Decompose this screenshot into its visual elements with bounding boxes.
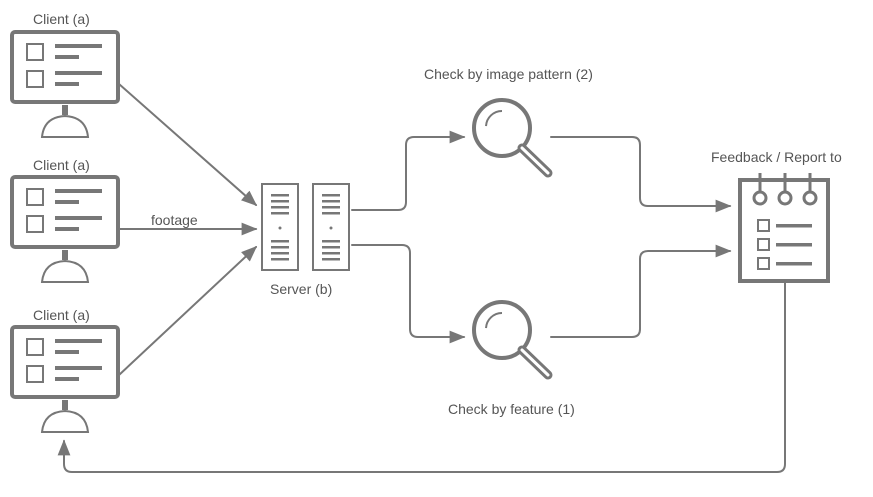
image-check-to-report-arrow bbox=[550, 136, 732, 213]
client-node-1: Client (a) bbox=[10, 11, 120, 139]
server-to-feature-check-arrow bbox=[351, 244, 466, 344]
server-icon bbox=[312, 183, 350, 271]
monitor-icon bbox=[10, 175, 120, 284]
feature-check-to-report-arrow bbox=[550, 244, 732, 338]
image-pattern-check-node: Check by image pattern (2) bbox=[424, 66, 593, 173]
report-to-client-feedback-arrow bbox=[57, 281, 786, 473]
server-to-image-check-arrow bbox=[351, 130, 466, 211]
client-node-2: Client (a) bbox=[10, 157, 120, 284]
server-icon bbox=[261, 183, 299, 271]
client1-to-server-arrow bbox=[118, 83, 258, 207]
server-label: Server (b) bbox=[270, 281, 332, 297]
client-label: Client (a) bbox=[33, 307, 90, 323]
client-label: Client (a) bbox=[33, 11, 90, 27]
magnifier-icon bbox=[474, 100, 548, 173]
magnifier-icon bbox=[474, 302, 548, 375]
client3-to-server-arrow bbox=[118, 245, 258, 376]
report-node: Feedback / Report to bbox=[711, 149, 842, 283]
client-node-3: Client (a) bbox=[10, 307, 120, 434]
feature-check-label: Check by feature (1) bbox=[448, 401, 575, 417]
notepad-icon bbox=[738, 173, 830, 283]
feature-check-node: Check by feature (1) bbox=[448, 302, 575, 417]
client-label: Client (a) bbox=[33, 157, 90, 173]
image-pattern-check-label: Check by image pattern (2) bbox=[424, 66, 593, 82]
report-label: Feedback / Report to bbox=[711, 149, 842, 165]
server-node: Server (b) bbox=[261, 183, 350, 297]
monitor-icon bbox=[10, 30, 120, 139]
monitor-icon bbox=[10, 325, 120, 434]
footage-label: footage bbox=[151, 212, 198, 228]
